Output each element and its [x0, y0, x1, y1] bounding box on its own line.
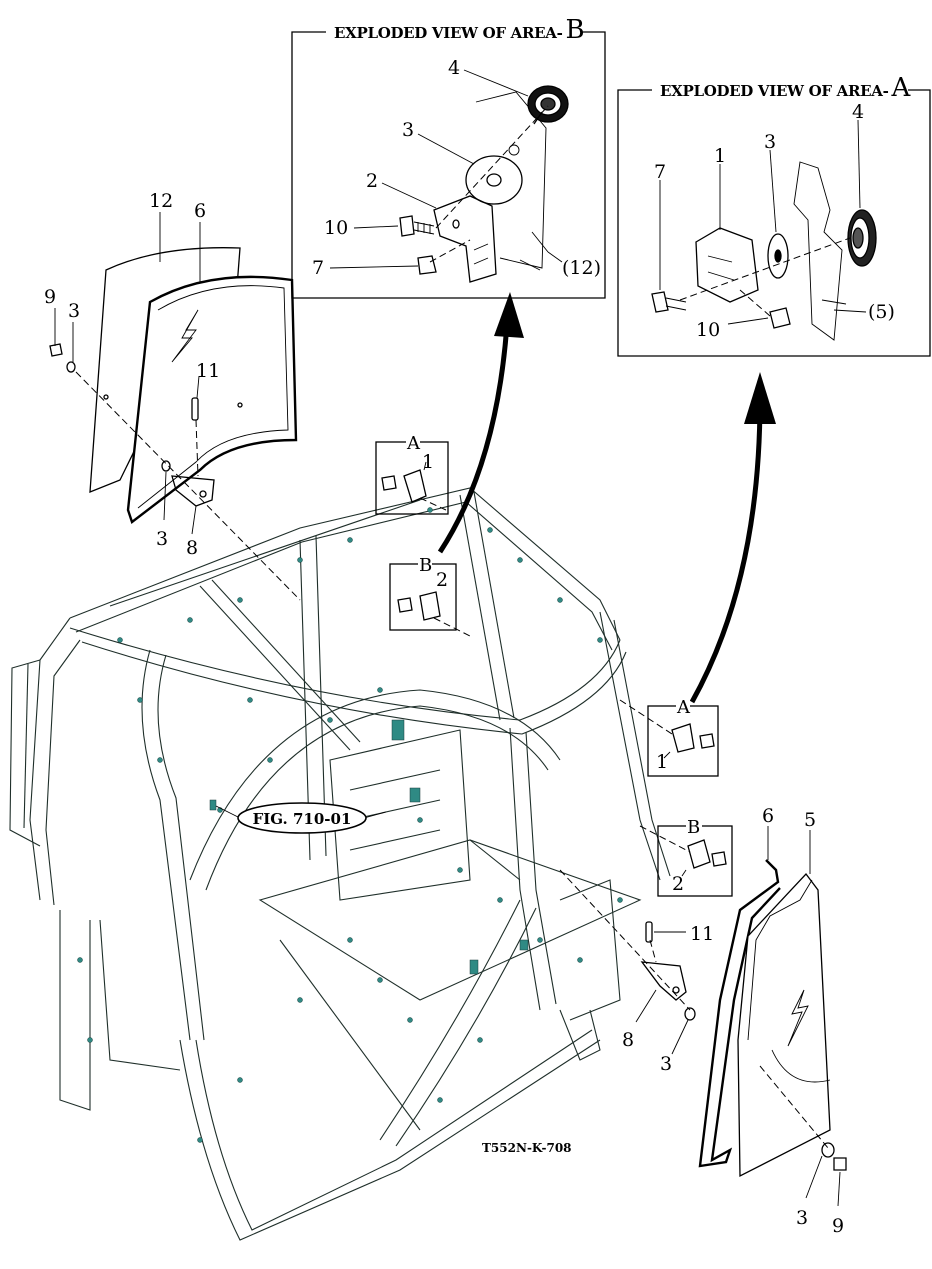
exploded-view-a: EXPLODED VIEW OF AREA-A 7 1 3 4 10 (5): [617, 73, 931, 357]
callout-left-3b: 3: [156, 528, 168, 550]
callout-left-12: 12: [149, 190, 173, 212]
callout-right-5: 5: [804, 809, 816, 831]
left-seal-6: [126, 275, 298, 524]
figure-reference: FIG. 710-01: [215, 802, 387, 834]
svg-text:A: A: [406, 433, 421, 454]
exploded-a-title: EXPLODED VIEW OF AREA-A: [660, 73, 912, 103]
callout-b-2: 2: [366, 170, 378, 192]
svg-text:1: 1: [656, 751, 668, 773]
callout-b-10: 10: [324, 217, 348, 239]
svg-text:1: 1: [422, 451, 434, 473]
detail-box-b-upper: B 2: [389, 555, 471, 637]
exploded-b-title: EXPLODED VIEW OF AREA-B: [334, 15, 585, 45]
callout-right-3a: 3: [660, 1053, 672, 1075]
right-seal-6: [698, 859, 781, 1168]
detail-box-a-lower: A 1: [619, 697, 719, 777]
callout-a-5: (5): [868, 301, 895, 323]
callout-right-3b: 3: [796, 1207, 808, 1229]
callout-a-7: 7: [654, 161, 666, 183]
svg-text:B: B: [687, 817, 700, 838]
callout-b-4: 4: [448, 57, 460, 79]
right-window-assembly: 6 5 11 8 3 3 9: [559, 805, 847, 1237]
callout-right-11: 11: [690, 923, 714, 945]
exploded-view-b: EXPLODED VIEW OF AREA-B 4 3 2: [291, 15, 606, 299]
svg-text:2: 2: [436, 569, 448, 591]
callout-left-11: 11: [196, 360, 220, 382]
callout-right-8: 8: [622, 1029, 634, 1051]
callout-right-6: 6: [762, 805, 774, 827]
callout-left-3a: 3: [68, 300, 80, 322]
callout-a-1: 1: [714, 145, 726, 167]
left-window-assembly: 12 6 9 3 11 3 8: [44, 190, 301, 601]
right-glass-panel-5: [737, 872, 831, 1178]
callout-b-3: 3: [402, 119, 414, 141]
callout-b-12: (12): [562, 257, 601, 279]
callout-left-9: 9: [44, 286, 56, 308]
detail-box-a-upper: A 1: [375, 433, 449, 515]
pointer-arrows: [437, 292, 776, 704]
figure-code: T552N-K-708: [482, 1141, 572, 1155]
callout-left-6: 6: [194, 200, 206, 222]
svg-text:A: A: [676, 697, 691, 718]
callout-a-10: 10: [696, 319, 720, 341]
callout-a-3: 3: [764, 131, 776, 153]
svg-text:B: B: [419, 555, 432, 576]
callout-right-9: 9: [832, 1215, 844, 1237]
cab-frame: [9, 487, 671, 1241]
figure-ref-label: FIG. 710-01: [253, 810, 352, 828]
callout-b-7: 7: [312, 257, 324, 279]
detail-box-b-lower: B 2: [639, 817, 733, 897]
callout-a-4: 4: [852, 101, 864, 123]
svg-text:2: 2: [672, 873, 684, 895]
callout-left-8: 8: [186, 537, 198, 559]
